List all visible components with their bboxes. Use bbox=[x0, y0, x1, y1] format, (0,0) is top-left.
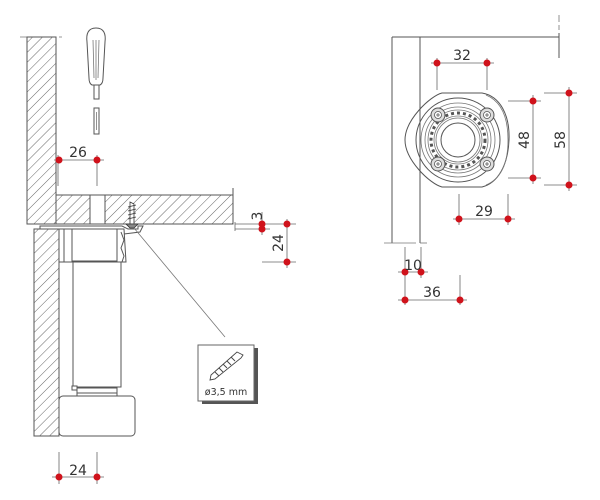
screw-size-label: ø3,5 mm bbox=[205, 387, 247, 398]
screwdriver-icon bbox=[86, 27, 106, 135]
dimension-label: 24 bbox=[69, 463, 87, 479]
dimension-26: 26 bbox=[54, 145, 104, 186]
dimension-label: 36 bbox=[423, 285, 441, 301]
dimension-36: 36 bbox=[398, 275, 467, 305]
dimension-10: 10 bbox=[398, 247, 428, 305]
dimension-label: 58 bbox=[553, 131, 569, 149]
mounting-plate bbox=[404, 92, 510, 188]
side-panel bbox=[26, 36, 57, 225]
screw bbox=[125, 201, 139, 229]
screw-callout: ø3,5 mm bbox=[197, 344, 258, 404]
dimension-label: 3 bbox=[250, 212, 266, 221]
dimension-24-foot: 24 bbox=[52, 452, 104, 484]
dimension-29: 29 bbox=[453, 194, 515, 225]
dimension-32: 32 bbox=[431, 48, 494, 90]
screw-icon bbox=[209, 351, 244, 381]
screw-head-icon bbox=[430, 107, 446, 123]
leveling-foot bbox=[58, 395, 136, 437]
dimension-label: 29 bbox=[475, 204, 493, 220]
dimension-label: 26 bbox=[69, 145, 87, 161]
screw-head-icon bbox=[430, 156, 446, 172]
plate-screws bbox=[430, 107, 495, 172]
side-view: 26 3 24 24 bbox=[20, 27, 296, 484]
leg-housing bbox=[58, 228, 127, 263]
leg-tube bbox=[72, 261, 122, 388]
dimension-label: 24 bbox=[271, 234, 287, 252]
plinth-panel bbox=[33, 228, 60, 437]
dimension-label: 10 bbox=[404, 258, 422, 274]
dimension-48: 48 bbox=[508, 95, 541, 184]
dimension-58: 58 bbox=[544, 87, 577, 191]
dimension-24-vertical: 24 bbox=[262, 219, 296, 268]
bottom-panel bbox=[55, 188, 234, 225]
screw-head-icon bbox=[479, 156, 495, 172]
screw-head-icon bbox=[479, 107, 495, 123]
dimension-label: 48 bbox=[517, 131, 533, 149]
top-view: 32 48 58 29 bbox=[384, 15, 577, 305]
dimension-label: 32 bbox=[453, 48, 471, 64]
